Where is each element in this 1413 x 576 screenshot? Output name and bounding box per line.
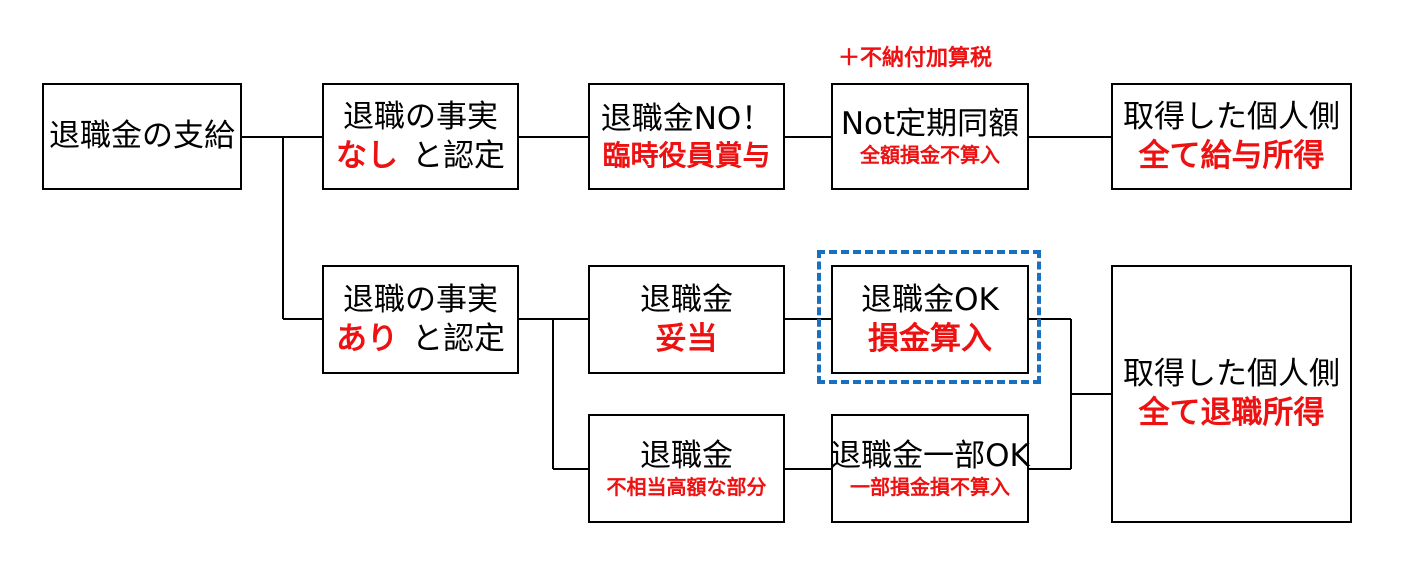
lower-fact-line1: 退職の事実 xyxy=(343,281,498,318)
upper-fact-suffix: と認定 xyxy=(412,137,505,174)
lower-excess-corp-line2: 一部損金損不算入 xyxy=(850,475,1010,500)
lower-fact-line2: ありと認定 xyxy=(336,320,505,359)
lower-excess-corp-line1: 退職金一部OK xyxy=(830,437,1030,474)
upper-corp-box: Not定期同額 全額損金不算入 xyxy=(831,83,1029,190)
upper-note: ＋不納付加算税 xyxy=(838,46,993,71)
root-box: 退職金の支給 xyxy=(42,83,242,190)
upper-individual-box: 取得した個人側 全て給与所得 xyxy=(1111,83,1352,190)
lower-excess-line1: 退職金 xyxy=(640,437,733,474)
upper-fact-emphasis: なし xyxy=(336,137,398,174)
lower-individual-line2: 全て退職所得 xyxy=(1138,395,1325,431)
upper-corp-line2: 全額損金不算入 xyxy=(860,143,1000,168)
lower-proper-corp-box: 退職金OK 損金算入 xyxy=(831,265,1029,374)
lower-proper-box: 退職金 妥当 xyxy=(588,265,785,374)
lower-excess-line2: 不相当高額な部分 xyxy=(606,475,767,500)
lower-excess-box: 退職金 不相当高額な部分 xyxy=(588,414,785,523)
upper-individual-line2: 全て給与所得 xyxy=(1138,137,1325,174)
lower-fact-emphasis: あり xyxy=(336,320,398,357)
lower-proper-corp-line2: 損金算入 xyxy=(868,320,992,357)
upper-individual-line1: 取得した個人側 xyxy=(1123,98,1340,135)
upper-nature-box: 退職金NO！ 臨時役員賞与 xyxy=(588,83,785,190)
upper-nature-line1: 退職金NO！ xyxy=(600,100,773,137)
lower-proper-line1: 退職金 xyxy=(640,281,733,318)
lower-excess-corp-box: 退職金一部OK 一部損金損不算入 xyxy=(830,414,1030,523)
upper-nature-line2: 臨時役員賞与 xyxy=(602,139,771,173)
upper-fact-line1: 退職の事実 xyxy=(343,98,498,135)
lower-individual-box: 取得した個人側 全て退職所得 xyxy=(1111,265,1352,523)
lower-proper-corp-line1: 退職金OK xyxy=(861,281,999,318)
upper-corp-line1: Not定期同額 xyxy=(840,105,1020,142)
lower-fact-box: 退職の事実 ありと認定 xyxy=(322,265,519,374)
highlight-frame xyxy=(817,250,1041,384)
lower-proper-line2: 妥当 xyxy=(655,320,718,357)
lower-fact-suffix: と認定 xyxy=(412,320,505,357)
root-label: 退職金の支給 xyxy=(49,118,235,155)
lower-individual-line1: 取得した個人側 xyxy=(1123,356,1340,393)
upper-fact-line2: なしと認定 xyxy=(336,137,505,176)
upper-fact-box: 退職の事実 なしと認定 xyxy=(322,83,519,190)
